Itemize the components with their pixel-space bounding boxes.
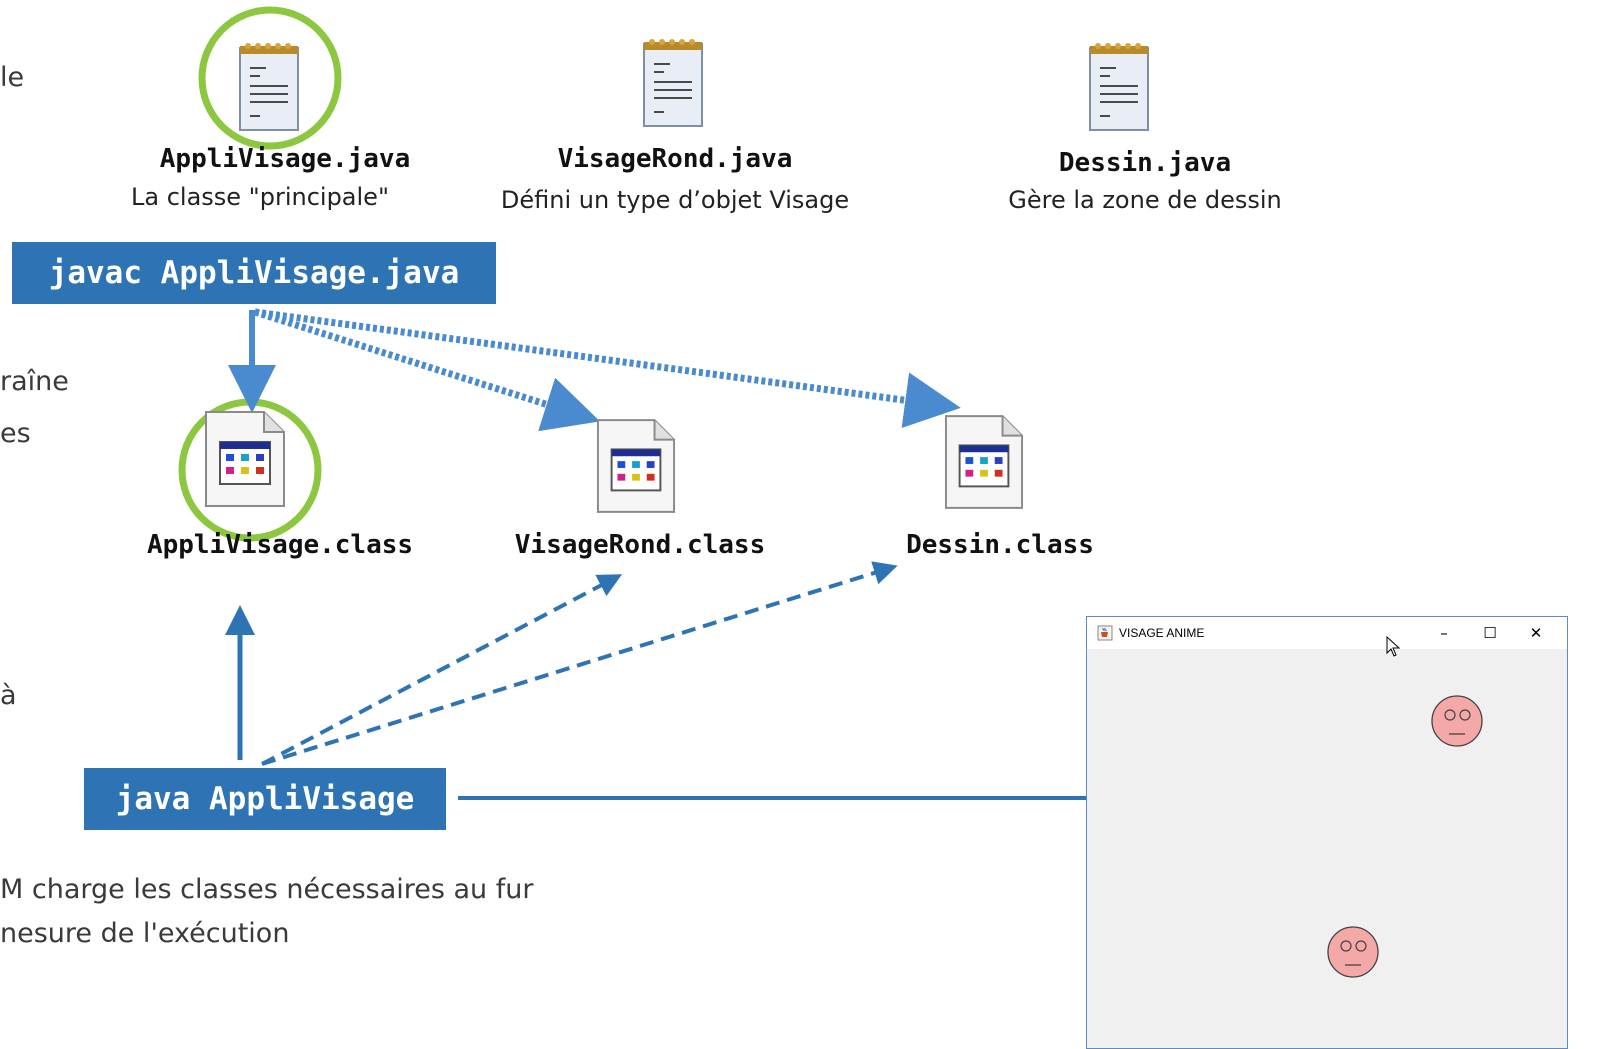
cursor-icon bbox=[1386, 635, 1402, 663]
class-file-icon bbox=[204, 410, 286, 513]
class-file-name: VisageRond.class bbox=[514, 530, 766, 560]
side-text-6: nesure de l'exécution bbox=[0, 918, 290, 949]
drawing-area bbox=[1087, 649, 1567, 1048]
class-file-name: AppliVisage.class bbox=[146, 530, 414, 560]
source-file-name: VisageRond.java bbox=[557, 144, 793, 174]
class-file-name: Dessin.class bbox=[906, 530, 1094, 560]
notepad-icon bbox=[640, 36, 706, 133]
source-file-description: Défini un type d’objet Visage bbox=[500, 186, 850, 214]
source-file-description: Gère la zone de dessin bbox=[1008, 186, 1282, 214]
run-command: java AppliVisage bbox=[84, 768, 446, 830]
arrow-run-visagerond bbox=[261, 574, 623, 766]
class-file-icon bbox=[596, 418, 676, 519]
maximize-button[interactable]: ☐ bbox=[1483, 624, 1497, 642]
arrow-compile-visagerond bbox=[253, 308, 601, 432]
java-cup-icon bbox=[1097, 625, 1113, 641]
source-file-name: AppliVisage.java bbox=[159, 144, 411, 174]
source-file-name: Dessin.java bbox=[1058, 148, 1232, 178]
source-file-description: La classe "principale" bbox=[131, 183, 389, 211]
face-icon bbox=[1327, 926, 1379, 978]
side-text-5: M charge les classes nécessaires au fur bbox=[0, 874, 534, 905]
side-text-1: le bbox=[0, 62, 25, 93]
highlight-ring-source bbox=[198, 6, 342, 150]
close-button[interactable]: ✕ bbox=[1529, 624, 1543, 642]
minimize-button[interactable]: – bbox=[1440, 624, 1448, 642]
notepad-icon bbox=[236, 40, 302, 137]
side-text-2: raîne bbox=[0, 366, 69, 397]
compile-command: javac AppliVisage.java bbox=[12, 242, 496, 304]
class-file-icon bbox=[944, 414, 1024, 515]
side-text-3: es bbox=[0, 418, 31, 449]
notepad-icon bbox=[1086, 40, 1152, 137]
arrow-compile-dessin bbox=[254, 308, 961, 429]
side-text-4: à bbox=[0, 680, 17, 711]
face-icon bbox=[1431, 695, 1483, 747]
window-title: VISAGE ANIME bbox=[1119, 626, 1205, 640]
app-window[interactable]: VISAGE ANIME – ☐ ✕ bbox=[1086, 616, 1568, 1049]
window-titlebar[interactable]: VISAGE ANIME – ☐ ✕ bbox=[1087, 617, 1567, 649]
